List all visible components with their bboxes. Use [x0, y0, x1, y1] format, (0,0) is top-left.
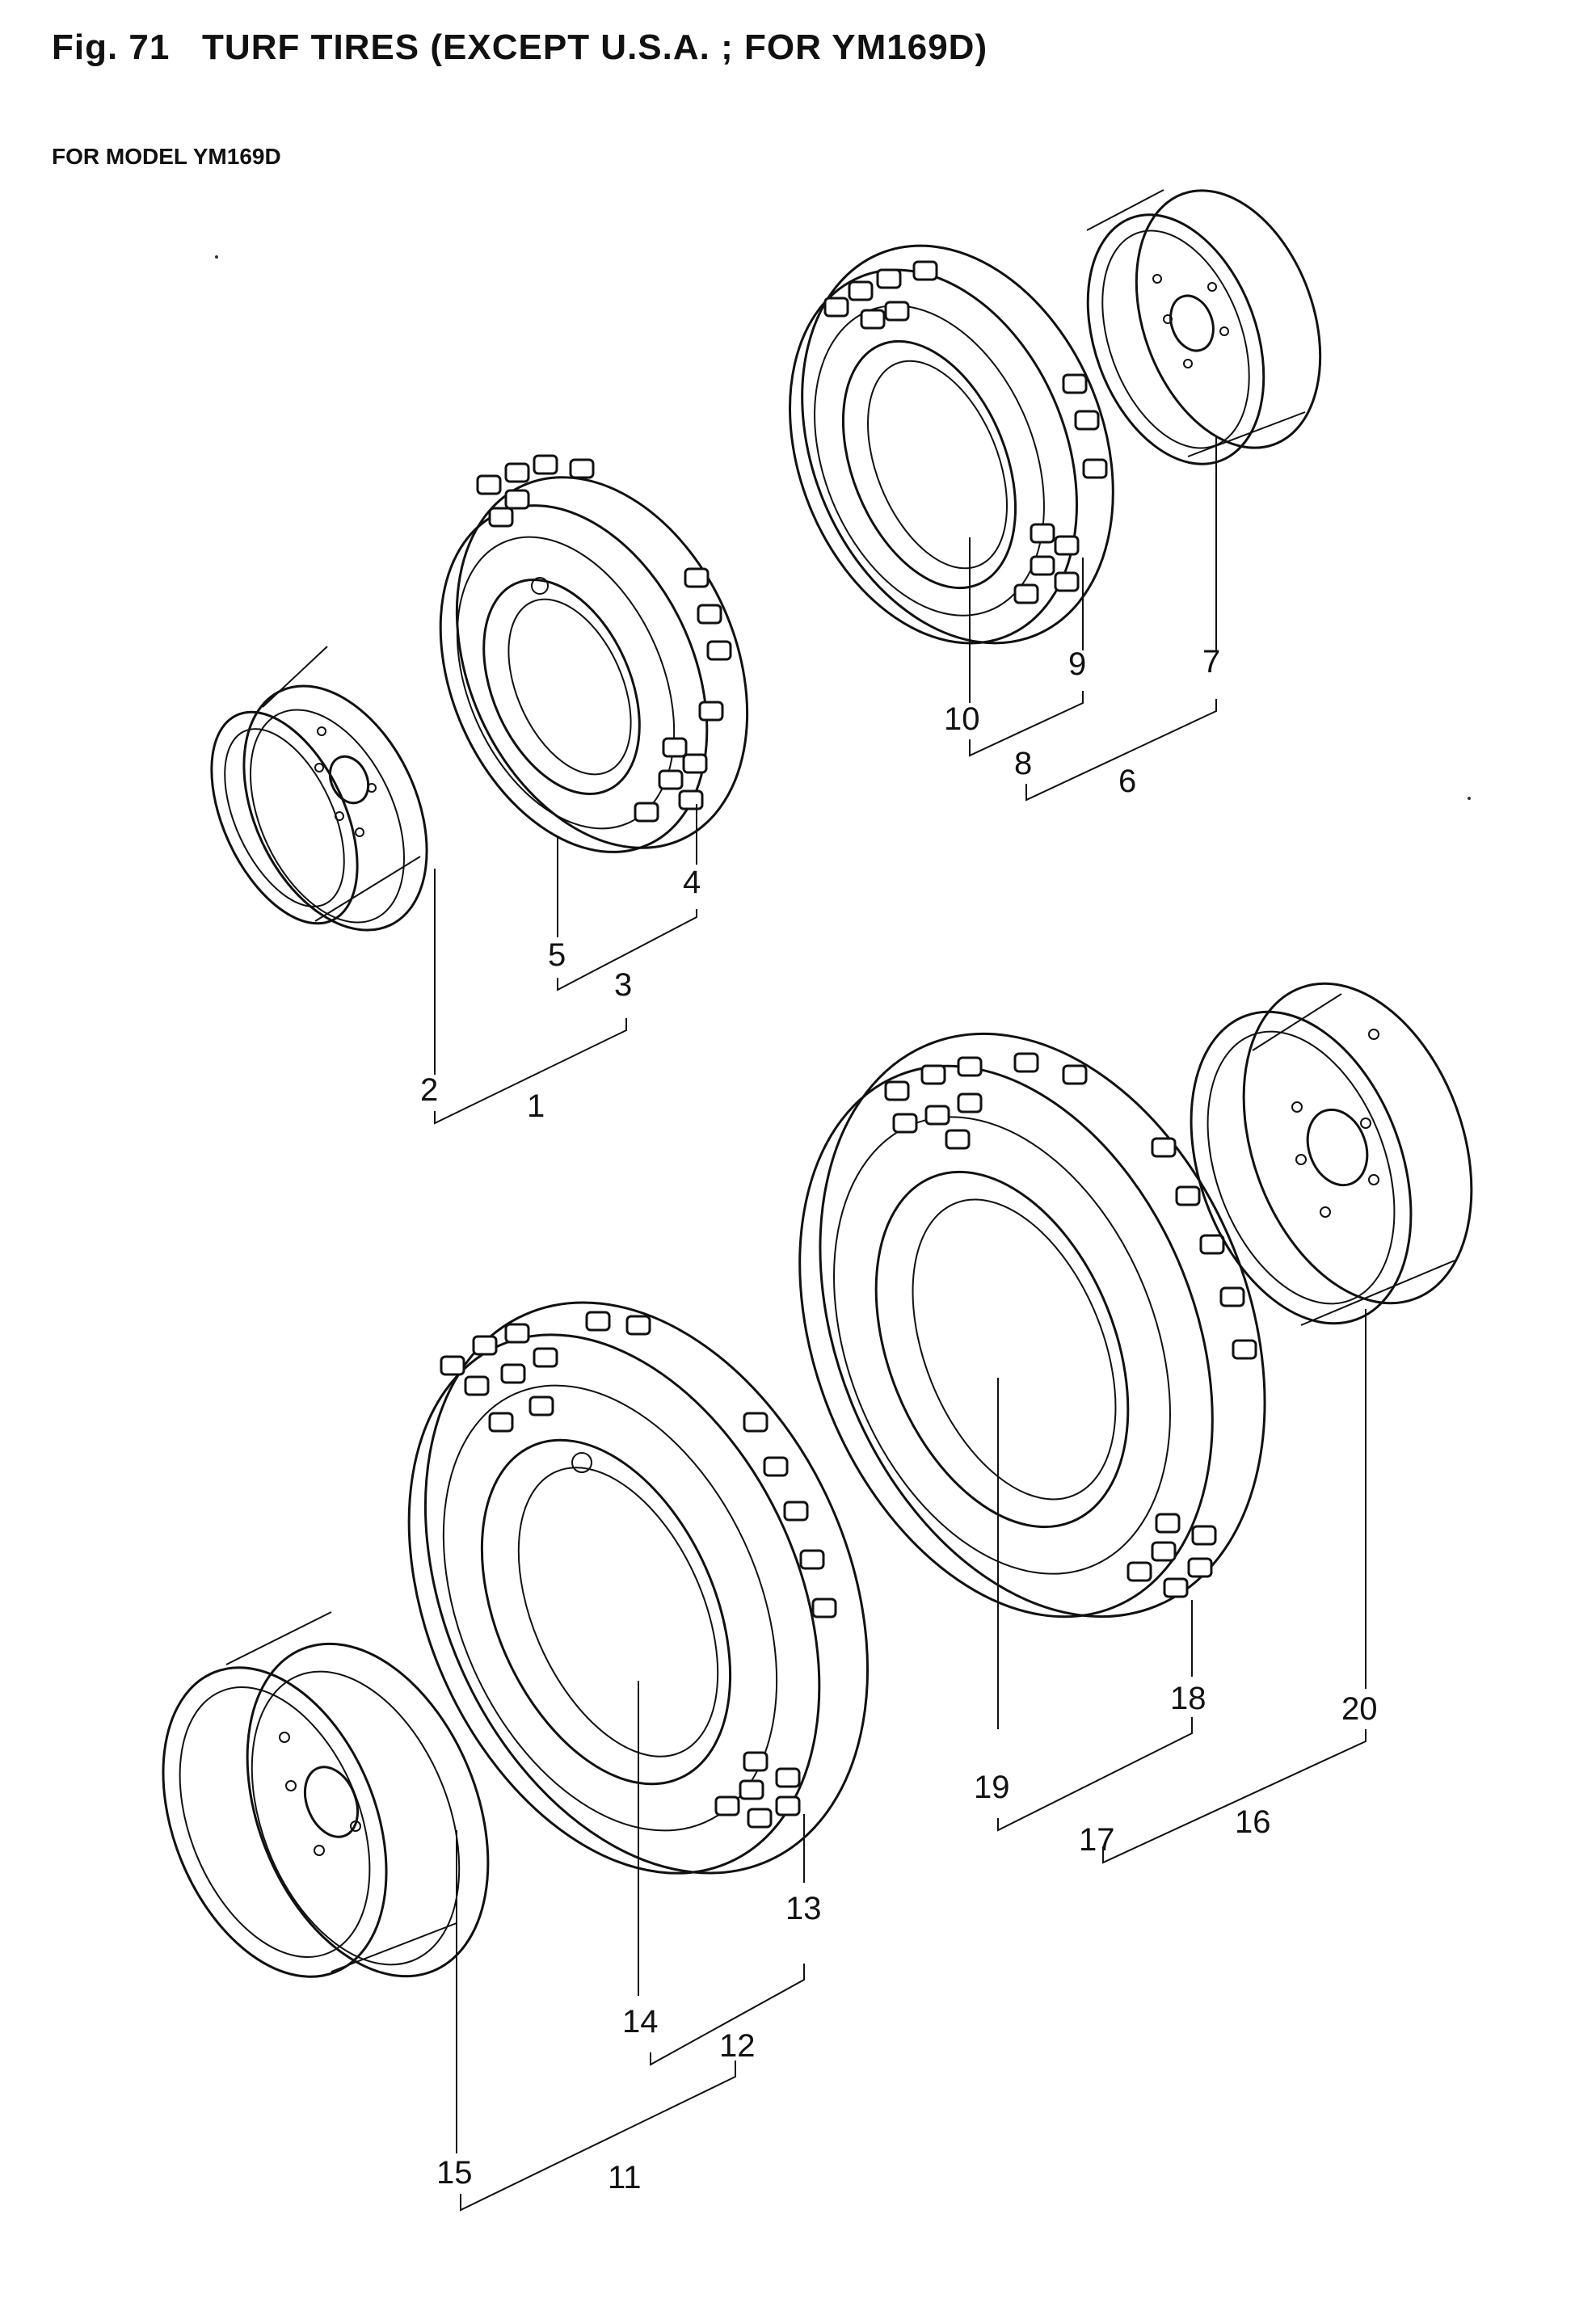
callout-3: 3	[614, 967, 632, 1003]
wheel-rim-2	[210, 646, 428, 932]
callout-7: 7	[1202, 644, 1220, 680]
callout-19: 19	[974, 1770, 1010, 1805]
wheel-rim-15	[162, 1611, 490, 1978]
callout-11: 11	[608, 2160, 642, 2195]
callout-12: 12	[719, 2028, 756, 2064]
callout-8: 8	[1014, 746, 1032, 781]
callout-5: 5	[548, 937, 566, 973]
figure-subtitle: FOR MODEL YM169D	[52, 144, 281, 169]
leader-lines	[434, 436, 1366, 2212]
tire-9	[789, 244, 1114, 645]
tire-13	[407, 1301, 870, 1875]
wheel-rim-7	[1086, 189, 1322, 465]
wheel-rim-20	[1190, 982, 1473, 1326]
callout-2: 2	[420, 1072, 438, 1108]
callout-numbers: 1 2 3 4 5 6 7 8 9 10 11 12 13 14 15 16 1…	[420, 644, 1378, 2195]
tire-18	[798, 1032, 1266, 1619]
callout-4: 4	[683, 865, 701, 900]
callout-10: 10	[944, 701, 980, 737]
callout-16: 16	[1235, 1804, 1271, 1840]
callout-13: 13	[785, 1891, 822, 1926]
speck	[1468, 797, 1471, 800]
callout-18: 18	[1170, 1681, 1206, 1716]
callout-6: 6	[1118, 764, 1136, 799]
tire-4	[439, 454, 749, 853]
callout-1: 1	[527, 1088, 545, 1124]
callout-17: 17	[1079, 1822, 1115, 1858]
callout-9: 9	[1068, 646, 1086, 682]
speck	[215, 255, 218, 259]
figure-title: Fig. 71 TURF TIRES (EXCEPT U.S.A. ; FOR …	[52, 27, 988, 67]
callout-20: 20	[1341, 1691, 1378, 1727]
callout-15: 15	[436, 2155, 473, 2191]
callout-14: 14	[622, 2004, 659, 2039]
